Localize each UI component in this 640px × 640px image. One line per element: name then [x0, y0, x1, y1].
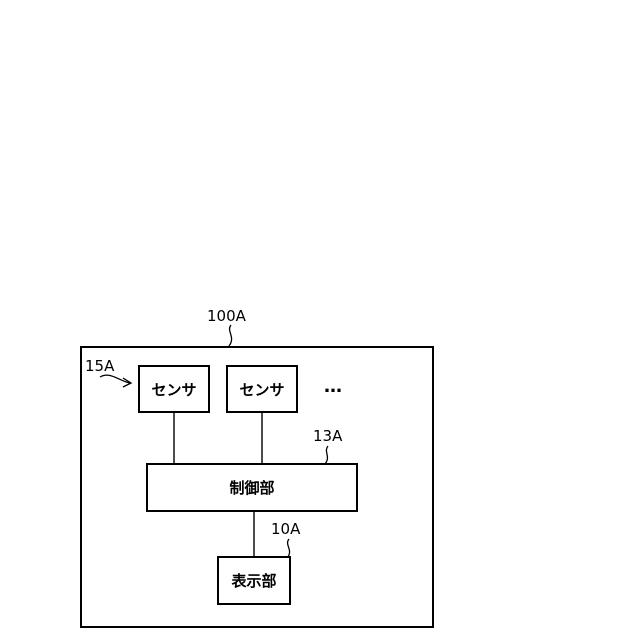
display-ref: 10A: [271, 520, 301, 538]
more-sensors-indicator: …: [324, 376, 344, 397]
sensor-label-2: センサ: [239, 381, 284, 399]
sensor-label-1: センサ: [151, 381, 196, 399]
controller-ref-leader: [324, 446, 328, 465]
controller-ref: 13A: [313, 427, 343, 445]
sensor-group-ref: 15A: [85, 357, 115, 375]
controller-label: 制御部: [229, 479, 274, 497]
display-label: 表示部: [231, 572, 276, 590]
device-ref: 100A: [207, 307, 247, 325]
display-ref-leader: [287, 539, 290, 558]
device-ref-leader: [229, 325, 232, 346]
